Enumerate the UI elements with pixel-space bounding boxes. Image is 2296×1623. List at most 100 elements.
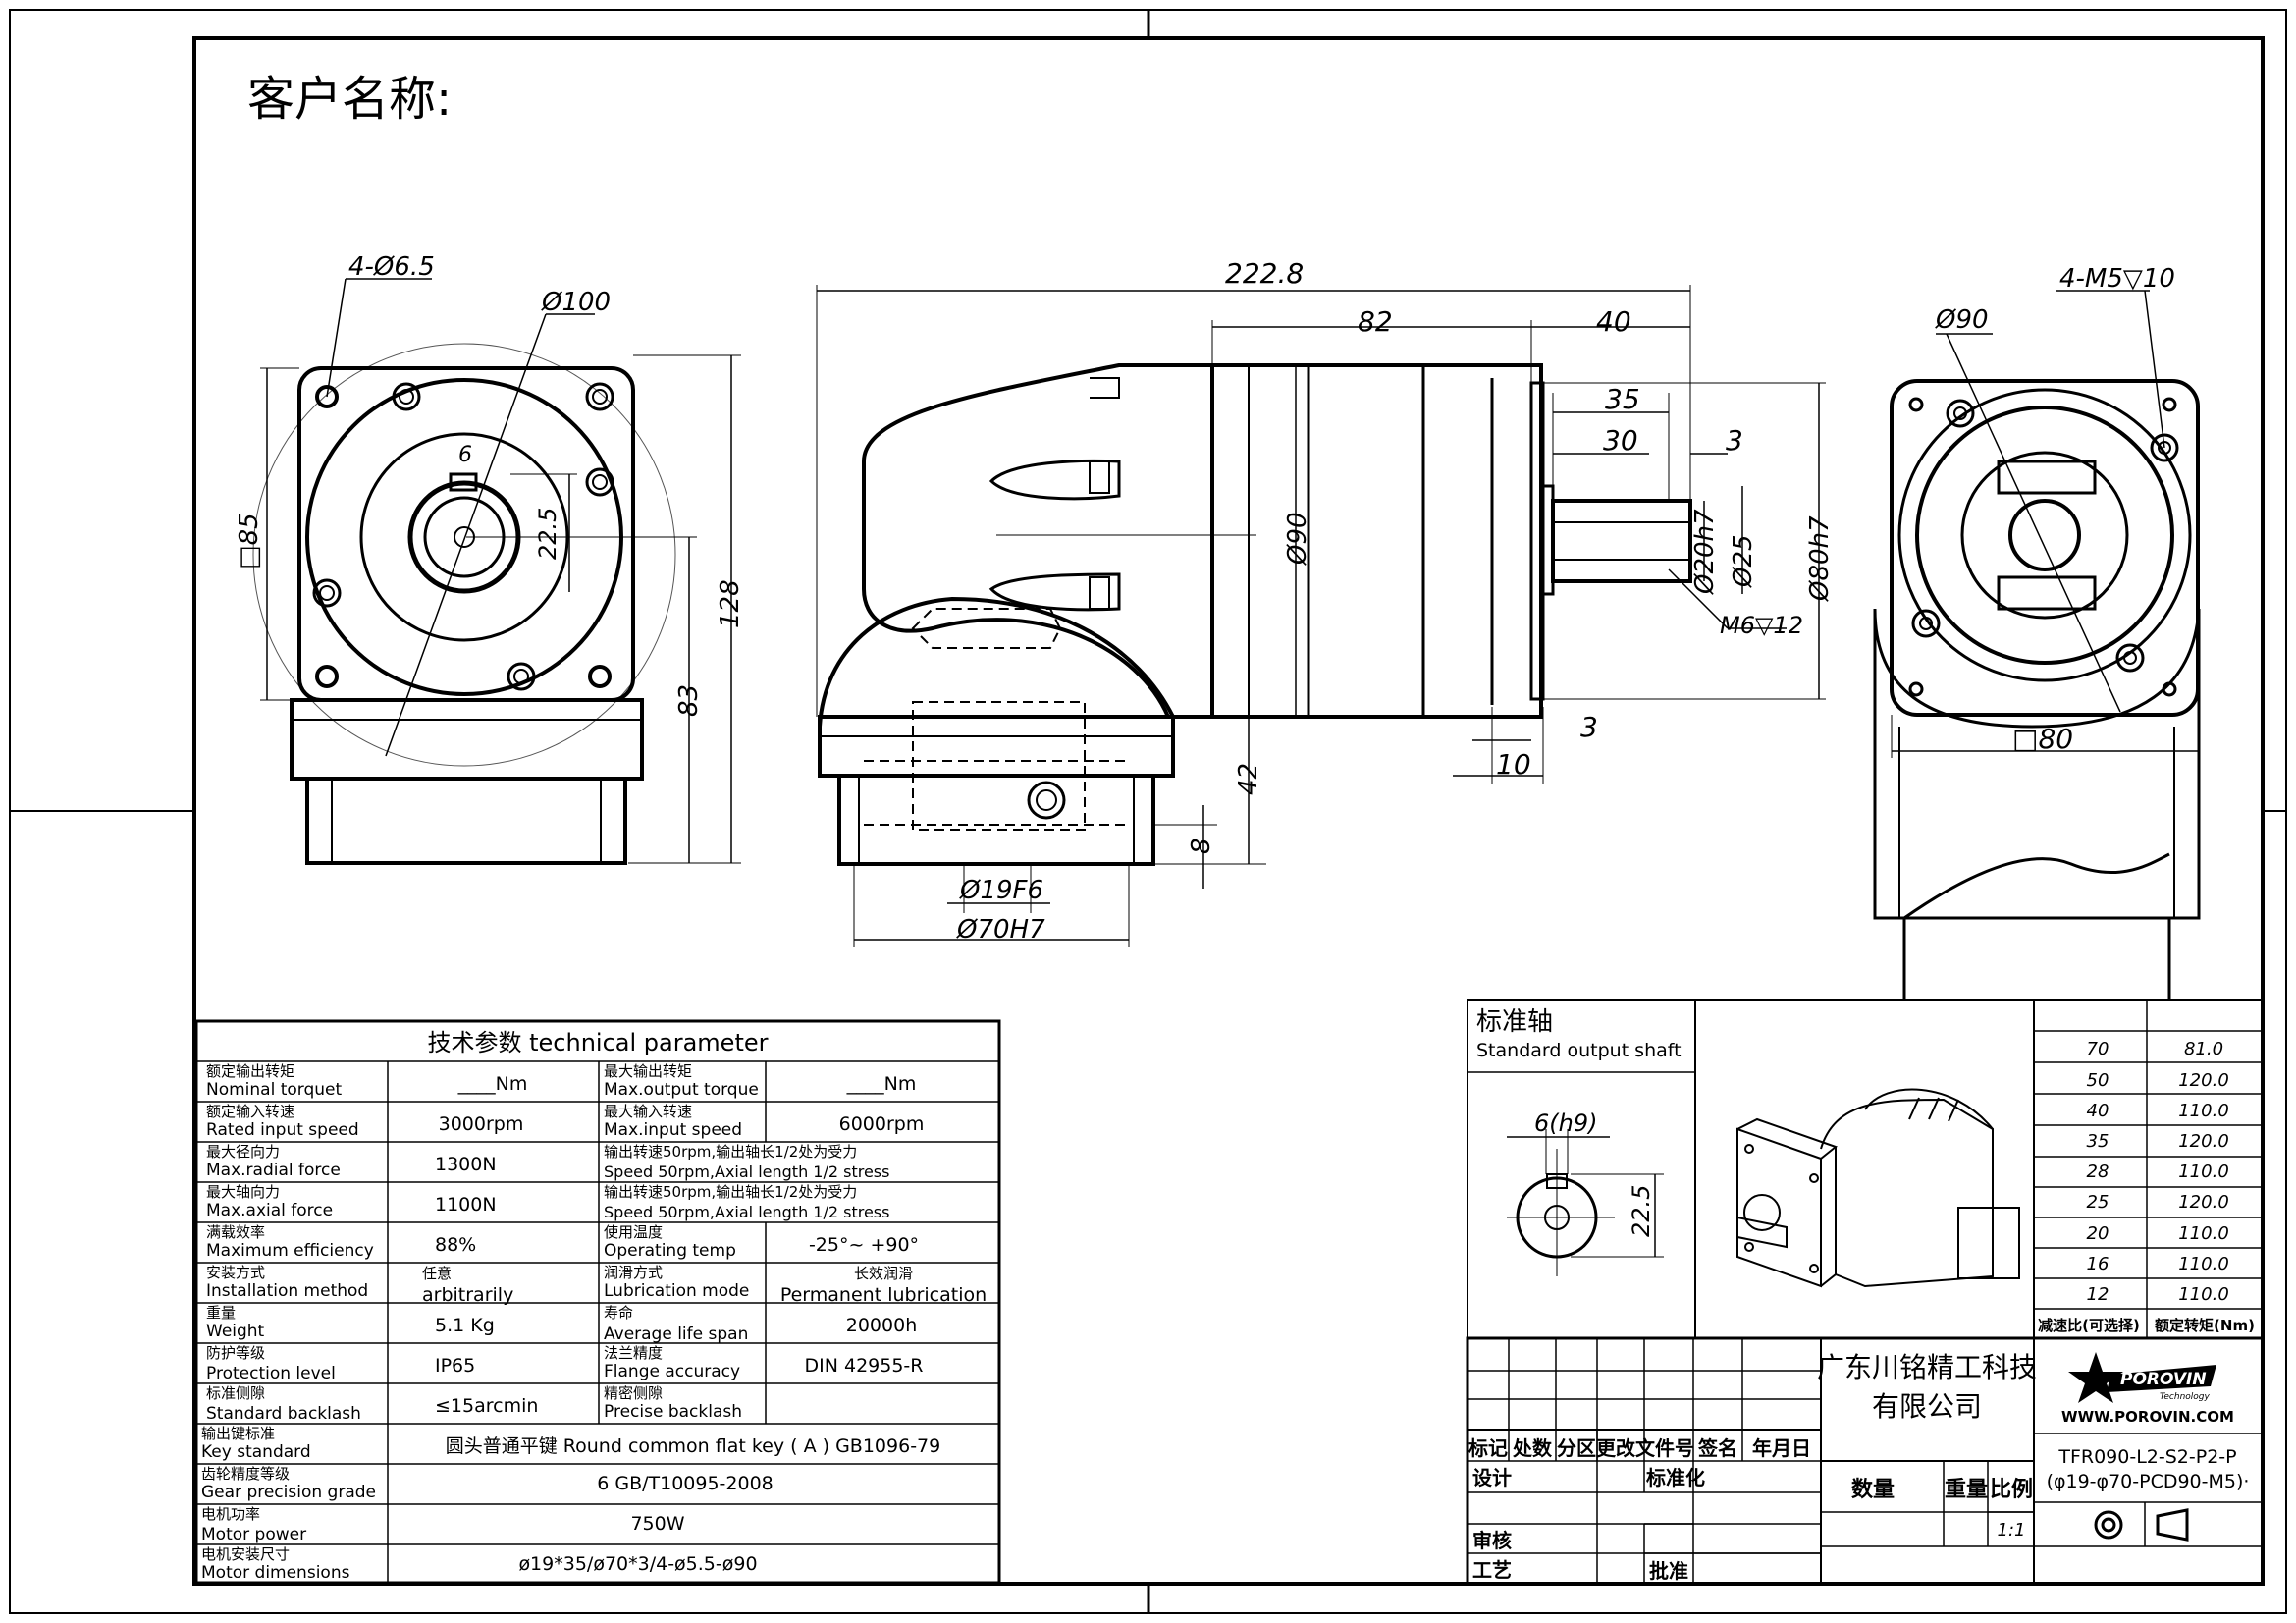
svg-text:6000rpm: 6000rpm xyxy=(839,1113,925,1135)
company-line1: 广东川铭精工科技 xyxy=(1817,1351,2037,1383)
dim-side-d19: Ø19F6 xyxy=(959,876,1043,905)
svg-text:安装方式: 安装方式 xyxy=(206,1264,265,1281)
label-standardize: 标准化 xyxy=(1646,1466,1705,1489)
label-approve: 批准 xyxy=(1649,1559,1688,1583)
svg-text:最大输出转矩: 最大输出转矩 xyxy=(604,1062,692,1080)
dim-front-square: □85 xyxy=(235,513,264,569)
ratio-table xyxy=(2033,999,2264,1339)
svg-text:最大径向力: 最大径向力 xyxy=(206,1143,280,1161)
svg-text:Motor power: Motor power xyxy=(201,1525,306,1544)
svg-text:齿轮精度等级: 齿轮精度等级 xyxy=(201,1465,290,1483)
svg-text:ø19*35/ø70*3/4-ø5.5-ø90: ø19*35/ø70*3/4-ø5.5-ø90 xyxy=(518,1553,757,1575)
svg-text:12: 12 xyxy=(2087,1284,2109,1305)
svg-text:任意: 任意 xyxy=(422,1265,452,1282)
company-line2: 有限公司 xyxy=(1872,1390,1982,1423)
svg-text:输出转速50rpm,输出轴长1/2处为受力: 输出转速50rpm,输出轴长1/2处为受力 xyxy=(604,1143,857,1161)
ratio-values: 70 81.0 50 120.0 40 110.0 35 120.0 28 11… xyxy=(2087,1039,2229,1305)
svg-text:法兰精度: 法兰精度 xyxy=(604,1344,663,1362)
svg-text:满载效率: 满载效率 xyxy=(206,1223,265,1241)
svg-text:120.0: 120.0 xyxy=(2178,1131,2229,1152)
label-design: 设计 xyxy=(1472,1466,1512,1489)
dim-side-len3b: 3 xyxy=(1580,711,1598,743)
svg-text:120.0: 120.0 xyxy=(2178,1070,2229,1091)
label-review: 审核 xyxy=(1472,1529,1512,1552)
svg-text:Flange accuracy: Flange accuracy xyxy=(604,1362,740,1381)
svg-text:使用温度: 使用温度 xyxy=(604,1223,663,1241)
scale-value: 1:1 xyxy=(1998,1520,2026,1541)
dim-rear-holes: 4-M5▽10 xyxy=(2059,264,2175,294)
dim-front-height-total: 128 xyxy=(716,579,745,628)
revision-headers: 标记 处数 分区 更改文件号 签名 年月日 xyxy=(1468,1436,1811,1460)
label-weight: 重量 xyxy=(1945,1478,1988,1502)
svg-text:5.1 Kg: 5.1 Kg xyxy=(435,1315,495,1336)
svg-text:Max.radial force: Max.radial force xyxy=(206,1161,341,1180)
dim-side-len10: 10 xyxy=(1496,748,1531,781)
svg-text:Rated input speed: Rated input speed xyxy=(206,1120,359,1140)
svg-text:处数: 处数 xyxy=(1512,1436,1553,1460)
svg-text:3000rpm: 3000rpm xyxy=(439,1113,524,1135)
svg-text:110.0: 110.0 xyxy=(2178,1162,2229,1182)
svg-text:额定输入转速: 额定输入转速 xyxy=(206,1103,294,1120)
tech-table-rows: 额定输出转矩 Nominal torquet ____Nm 最大输出转矩 Max… xyxy=(201,1062,987,1583)
svg-text:Key standard: Key standard xyxy=(201,1442,311,1462)
svg-text:Lubrication mode: Lubrication mode xyxy=(604,1281,749,1301)
ratio-footer-torque: 额定转矩(Nm) xyxy=(2155,1317,2255,1334)
dim-side-d25: Ø25 xyxy=(1729,534,1758,588)
dim-front-height-center: 83 xyxy=(674,684,704,717)
svg-text:重量: 重量 xyxy=(206,1304,236,1322)
dim-side-d80: Ø80h7 xyxy=(1805,515,1835,602)
svg-text:28: 28 xyxy=(2087,1162,2109,1182)
svg-text:1300N: 1300N xyxy=(435,1154,497,1175)
dim-front-key-width: 6 xyxy=(458,443,472,467)
svg-text:Operating temp: Operating temp xyxy=(604,1241,736,1261)
svg-text:120.0: 120.0 xyxy=(2178,1192,2229,1213)
dim-side-body: 82 xyxy=(1358,305,1393,338)
customer-name-label: 客户名称: xyxy=(247,72,452,127)
svg-text:防护等级: 防护等级 xyxy=(206,1344,265,1362)
svg-text:81.0: 81.0 xyxy=(2184,1039,2223,1059)
dim-side-h8: 8 xyxy=(1187,838,1216,854)
svg-text:Standard backlash: Standard backlash xyxy=(206,1404,361,1424)
svg-text:Speed 50rpm,Axial length 1/2 s: Speed 50rpm,Axial length 1/2 stress xyxy=(604,1203,889,1221)
svg-text:Weight: Weight xyxy=(206,1322,265,1341)
website: WWW.POROVIN.COM xyxy=(2061,1408,2234,1426)
dim-side-len30: 30 xyxy=(1603,424,1638,457)
svg-text:电机安装尺寸: 电机安装尺寸 xyxy=(201,1545,290,1563)
svg-text:Precise backlash: Precise backlash xyxy=(604,1402,742,1422)
svg-text:70: 70 xyxy=(2087,1039,2109,1059)
svg-text:16: 16 xyxy=(2087,1254,2109,1274)
svg-text:Motor dimensions: Motor dimensions xyxy=(201,1563,350,1583)
dim-side-overall: 222.8 xyxy=(1225,257,1304,290)
dim-rear-square: □80 xyxy=(2012,723,2073,755)
svg-text:Average life span: Average life span xyxy=(604,1325,748,1344)
label-process: 工艺 xyxy=(1472,1558,1512,1582)
svg-text:Speed 50rpm,Axial length 1/2 s: Speed 50rpm,Axial length 1/2 stress xyxy=(604,1163,889,1181)
svg-text:Gear precision grade: Gear precision grade xyxy=(201,1483,376,1502)
ratio-footer-ratio: 减速比(可选择) xyxy=(2038,1317,2140,1334)
shaft-height-dim: 22.5 xyxy=(1628,1185,1655,1237)
svg-text:标准侧隙: 标准侧隙 xyxy=(206,1384,265,1402)
logo-subtext: Technology xyxy=(2160,1392,2211,1402)
svg-text:110.0: 110.0 xyxy=(2178,1101,2229,1121)
shaft-key-dim: 6(h9) xyxy=(1534,1109,1597,1137)
svg-text:最大输入转速: 最大输入转速 xyxy=(604,1103,692,1120)
svg-text:110.0: 110.0 xyxy=(2178,1254,2229,1274)
svg-text:精密侧隙: 精密侧隙 xyxy=(604,1384,663,1402)
dim-side-thread: M6▽12 xyxy=(1720,612,1803,639)
shaft-title-cn: 标准轴 xyxy=(1476,1007,1553,1037)
svg-text:20000h: 20000h xyxy=(846,1315,917,1336)
svg-text:年月日: 年月日 xyxy=(1752,1436,1811,1460)
svg-text:额定输出转矩: 额定输出转矩 xyxy=(206,1062,294,1080)
svg-text:Max.output torque: Max.output torque xyxy=(604,1080,759,1100)
dim-side-d90: Ø90 xyxy=(1283,512,1312,566)
svg-text:输出键标准: 输出键标准 xyxy=(201,1425,275,1442)
dim-side-h42: 42 xyxy=(1234,763,1263,795)
svg-text:25: 25 xyxy=(2087,1192,2109,1213)
svg-text:长效润滑: 长效润滑 xyxy=(854,1265,913,1282)
svg-text:分区: 分区 xyxy=(1557,1436,1596,1460)
svg-text:Permanent lubrication: Permanent lubrication xyxy=(780,1284,987,1306)
svg-text:Protection level: Protection level xyxy=(206,1364,336,1383)
shaft-title-en: Standard output shaft xyxy=(1476,1040,1682,1061)
svg-text:1100N: 1100N xyxy=(435,1194,497,1216)
